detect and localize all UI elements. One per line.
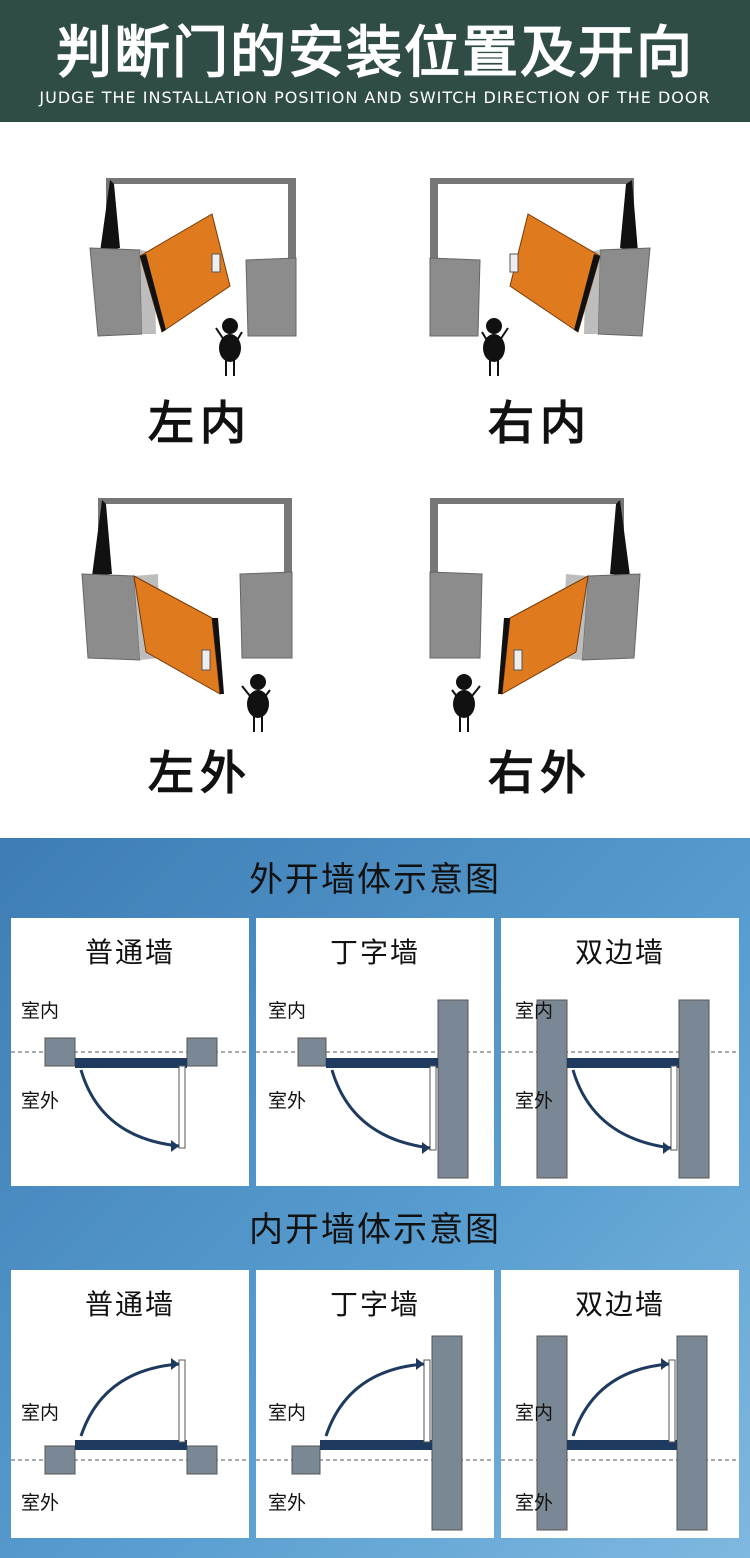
diagram-left-outward: 左外 — [80, 490, 380, 798]
inward-double-wall-diagram — [501, 1335, 739, 1531]
card-title: 双边墙 — [574, 1288, 665, 1321]
indoor-label: 室内 — [21, 1000, 60, 1022]
indoor-label: 室内 — [515, 1402, 554, 1424]
card-title: 丁字墙 — [329, 936, 420, 969]
header-banner: 判断门的安装位置及开向 JUDGE THE INSTALLATION POSIT… — [0, 0, 750, 122]
indoor-label: 室内 — [21, 1402, 60, 1424]
outdoor-label: 室外 — [268, 1090, 307, 1112]
outdoor-label: 室外 — [268, 1492, 307, 1514]
indoor-label: 室内 — [268, 1000, 307, 1022]
page-title: 判断门的安装位置及开向 — [56, 21, 694, 86]
outward-card-t-wall: 丁字墙 室内 室外 — [256, 918, 494, 1186]
outdoor-label: 室外 — [21, 1492, 60, 1514]
outward-t-wall-diagram — [256, 999, 494, 1179]
outward-card-normal-wall: 普通墙 室内 室外 — [11, 918, 249, 1186]
room-right-inward-illustration — [429, 178, 651, 376]
diagram-right-outward: 右外 — [420, 490, 720, 798]
outdoor-label: 室外 — [515, 1492, 554, 1514]
quadrant-label: 左外 — [148, 746, 252, 800]
outward-card-double-wall: 双边墙 室内 室外 — [501, 918, 739, 1186]
room-left-inward-illustration — [89, 178, 297, 376]
room-right-outward-illustration — [429, 498, 641, 732]
card-title: 双边墙 — [574, 936, 665, 969]
card-title: 丁字墙 — [329, 1288, 420, 1321]
inward-card-t-wall: 丁字墙 室内 室外 — [256, 1270, 494, 1538]
inward-card-double-wall: 双边墙 室内 室外 — [501, 1270, 739, 1538]
room-left-outward-illustration — [81, 498, 293, 732]
inward-normal-wall-diagram — [11, 1358, 249, 1475]
quadrant-label: 右外 — [488, 746, 592, 800]
diagram-left-inward: 左内 — [80, 170, 380, 470]
diagram-right-inward: 右内 — [420, 170, 720, 470]
outdoor-label: 室外 — [515, 1090, 554, 1112]
outward-normal-wall-diagram — [11, 1037, 249, 1152]
inward-card-normal-wall: 普通墙 室内 室外 — [11, 1270, 249, 1538]
outward-section-title: 外开墙体示意图 — [249, 860, 501, 900]
outdoor-label: 室外 — [21, 1090, 60, 1112]
card-title: 普通墙 — [84, 1288, 175, 1321]
quadrant-label: 左内 — [148, 396, 252, 450]
inward-t-wall-diagram — [256, 1335, 494, 1531]
inward-section-title: 内开墙体示意图 — [249, 1210, 501, 1250]
page-subtitle: JUDGE THE INSTALLATION POSITION AND SWIT… — [39, 88, 711, 107]
indoor-label: 室内 — [515, 1000, 554, 1022]
outward-double-wall-diagram — [501, 999, 739, 1179]
card-title: 普通墙 — [84, 936, 175, 969]
indoor-label: 室内 — [268, 1402, 307, 1424]
quadrant-label: 右内 — [488, 396, 592, 450]
